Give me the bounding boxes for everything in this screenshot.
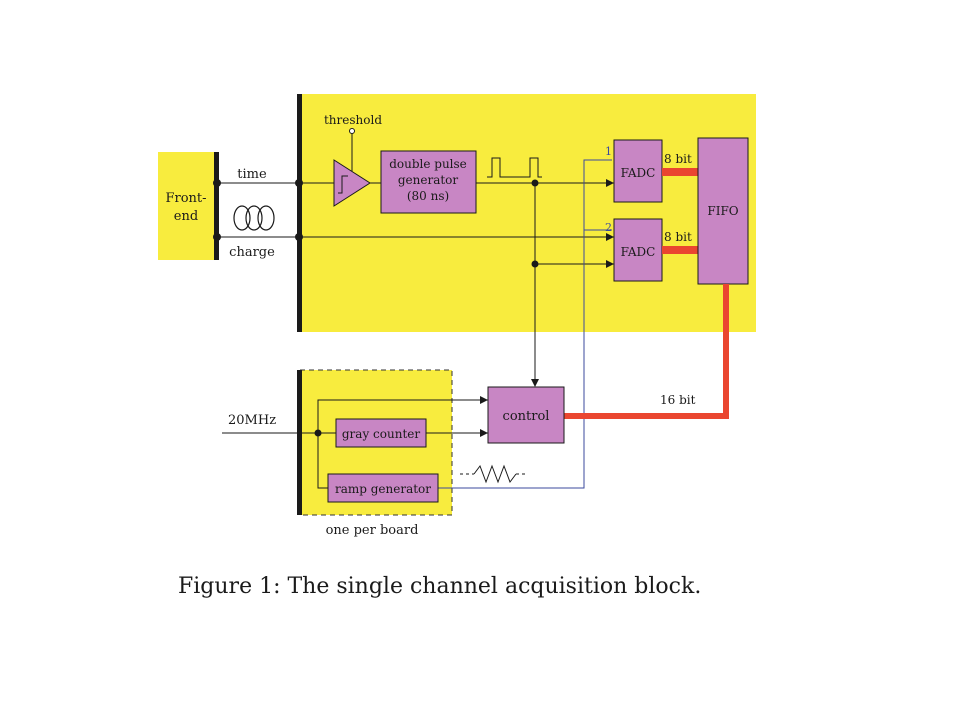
ramp-waveform-icon — [473, 464, 517, 484]
pulse-generator-line3: (80 ns) — [407, 189, 449, 203]
threshold-label: threshold — [324, 113, 382, 127]
fadc2-input-index: 2 — [605, 221, 612, 234]
fadc1-bus — [662, 168, 698, 176]
time-label: time — [237, 167, 267, 182]
clock-to-control-wire — [317, 399, 488, 433]
fadc1-clock-arrow-icon — [606, 179, 614, 187]
figure-caption: Figure 1: The single channel acquisition… — [178, 574, 702, 599]
ramp-generator-block — [327, 473, 439, 503]
double-pulse-generator-block — [380, 150, 477, 214]
time-node-left — [213, 179, 221, 187]
fadc2-clock-arrow-icon — [606, 260, 614, 268]
control-label: control — [503, 409, 550, 424]
board-edge-bar — [297, 94, 302, 332]
control-input-arrow-icon — [531, 379, 539, 387]
fifo-block — [697, 137, 749, 285]
charge-node-right — [295, 233, 303, 241]
frontend-label-line1: Front- — [165, 191, 206, 206]
charge-node-left — [213, 233, 221, 241]
pulse-generator-line2: generator — [398, 173, 459, 187]
gray-counter-label: gray counter — [342, 427, 420, 441]
clock-control-arrow-icon — [480, 396, 488, 404]
frontend-edge-bar — [214, 152, 219, 260]
fifo-to-control-bus — [564, 284, 729, 419]
gray-counter-block — [335, 418, 427, 448]
fadc2-label: FADC — [621, 245, 656, 259]
double-pulse-waveform-icon — [487, 157, 542, 178]
discriminator-icon — [333, 159, 371, 207]
charge-label: charge — [229, 245, 275, 260]
main-board-panel — [300, 94, 756, 332]
ramp-generator-label: ramp generator — [335, 482, 431, 496]
threshold-terminal — [349, 128, 355, 134]
transformer-coil-icon — [233, 205, 275, 231]
fifo-label: FIFO — [707, 204, 738, 218]
pulse-generator-line1: double pulse — [389, 157, 467, 171]
per-board-edge-bar — [297, 370, 302, 515]
control-block — [487, 386, 565, 444]
board-note-label: one per board — [326, 523, 419, 538]
frontend-label-line2: end — [174, 209, 198, 224]
time-node-right — [295, 179, 303, 187]
fadc2-bus-label: 8 bit — [664, 230, 692, 244]
fifo-bus-label: 16 bit — [660, 393, 696, 407]
clock-to-ramp-wire — [317, 433, 328, 489]
frontend-panel — [158, 152, 218, 260]
charge-arrow-icon — [606, 233, 614, 241]
hysteresis-symbol-icon — [338, 175, 348, 194]
fadc1-input-index: 1 — [605, 145, 612, 158]
fadc1-bus-label: 8 bit — [664, 152, 692, 166]
ramp-reference-wire — [438, 159, 612, 489]
fadc2-bus — [662, 246, 698, 254]
gray-control-arrow-icon — [480, 429, 488, 437]
clock-input-label: 20MHz — [228, 413, 276, 428]
fadc1-label: FADC — [621, 166, 656, 180]
